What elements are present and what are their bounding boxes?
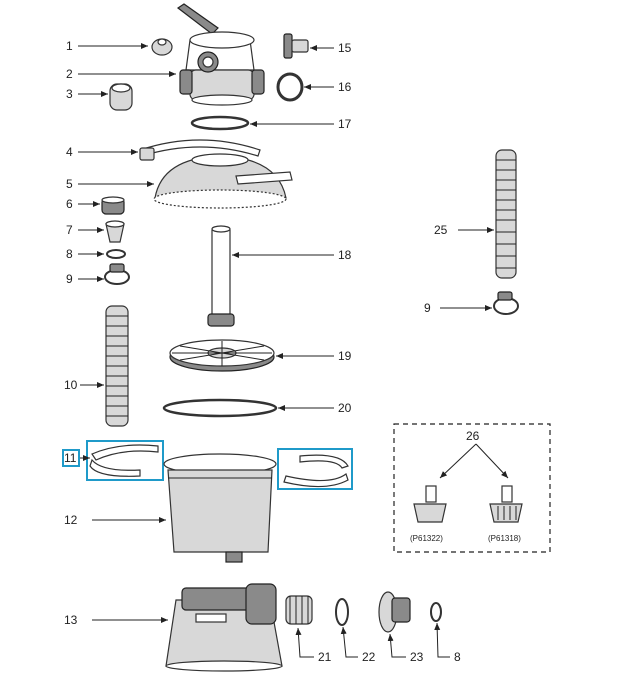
part-13-pump-base [165,583,283,672]
label-20: 20 [338,401,352,415]
variant-code-left: (P61322) [410,534,443,543]
part-1-cap [151,38,173,56]
label-2: 2 [66,67,73,81]
part-10-hose [105,305,129,427]
label-17: 17 [338,117,352,131]
label-15: 15 [338,41,352,55]
part-22-o-ring [335,598,349,626]
part-25-hose [495,149,517,279]
part-21-strainer [285,595,313,625]
variant-code-right: (P61318) [488,534,521,543]
label-11-box [62,449,80,467]
label-16: 16 [338,80,352,94]
part-23-connector [378,591,411,633]
part-3-union-nut [109,83,133,111]
label-1: 1 [66,39,73,53]
part-19-lateral-plate [169,339,275,372]
label-18: 18 [338,248,352,262]
label-3: 3 [66,87,73,101]
label-9-second: 9 [424,301,431,315]
part-16-o-ring [276,72,304,102]
leader-lines [78,43,494,658]
label-9: 9 [66,272,73,286]
part-17-o-ring [190,115,250,131]
part-9-hose-clamp-second [493,291,519,315]
label-19: 19 [338,349,352,363]
label-12: 12 [64,513,78,527]
label-25: 25 [434,223,448,237]
label-6: 6 [66,197,73,211]
label-7: 7 [66,223,73,237]
label-4: 4 [66,145,73,159]
label-11: 11 [64,451,77,465]
label-8-second: 8 [454,650,461,664]
part-2-multiport-valve [176,3,265,106]
part-12-tank-body [163,453,277,563]
part-4-clamp [139,139,261,161]
callout-labels: 1 2 3 4 5 6 7 8 9 10 11 12 13 15 16 17 1… [62,39,521,664]
part-8-o-ring-second [430,602,442,622]
part-15-drain-plug [283,33,309,59]
label-5: 5 [66,177,73,191]
label-10: 10 [64,378,78,392]
part-5-tank-dome [153,153,293,209]
part-8-o-ring [106,249,126,259]
part-7-fitting [105,220,125,243]
label-13: 13 [64,613,78,627]
part-6-adapter [101,196,125,215]
part-18-center-pipe [207,225,235,327]
part-9-hose-clamp [104,263,130,285]
label-21: 21 [318,650,332,664]
part-26-variant-box [393,423,551,553]
part-20-o-ring [162,398,278,418]
label-22: 22 [362,650,376,664]
label-23: 23 [410,650,424,664]
label-26: 26 [466,429,480,443]
label-8: 8 [66,247,73,261]
